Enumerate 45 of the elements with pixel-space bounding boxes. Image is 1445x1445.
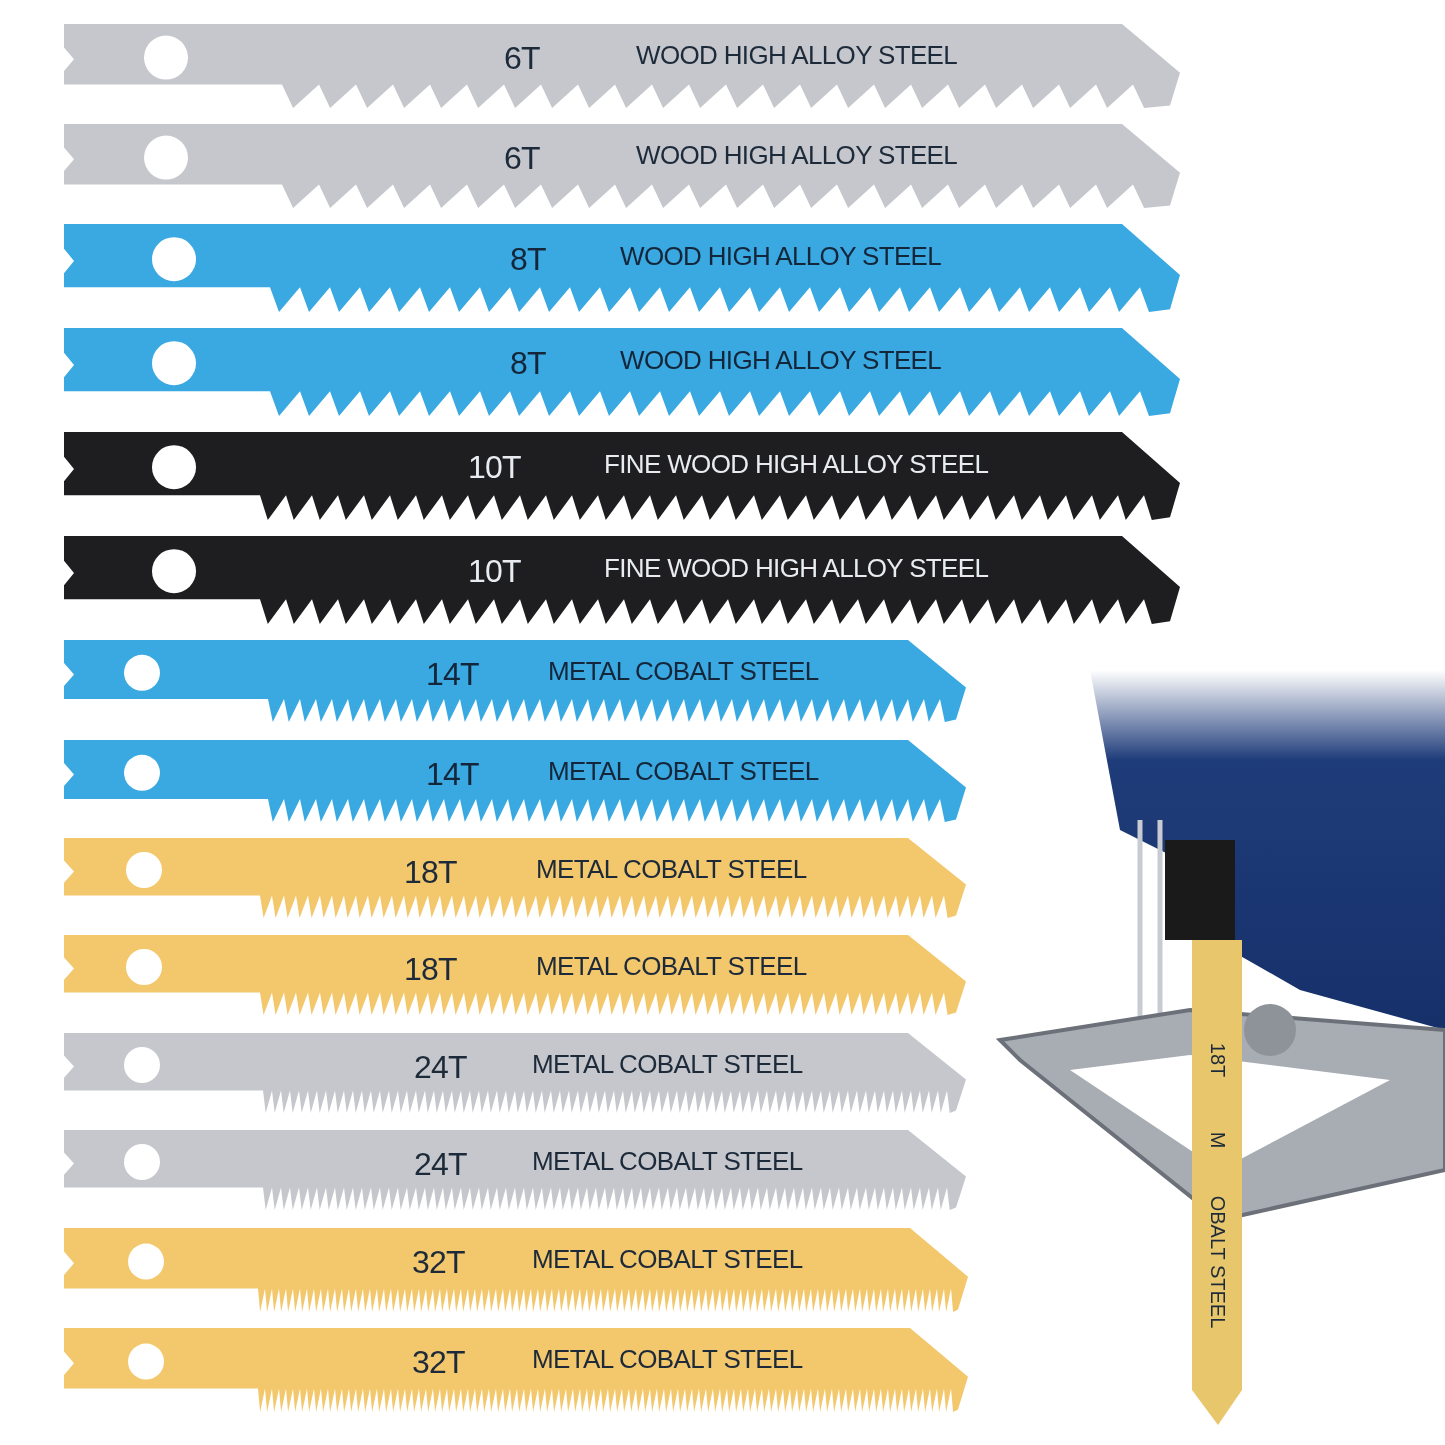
saw-blade	[64, 124, 1180, 208]
material-label: METAL COBALT STEEL	[532, 1050, 803, 1077]
blade-label: M	[1208, 1131, 1228, 1149]
saw-blade	[64, 1033, 966, 1113]
material-label: METAL COBALT STEEL	[548, 658, 819, 685]
tooth-count: 18T	[404, 952, 457, 985]
material-label: METAL COBALT STEEL	[548, 758, 819, 785]
tooth-count: 6T	[504, 142, 540, 175]
tooth-count: 8T	[510, 243, 546, 276]
material-label: METAL COBALT STEEL	[532, 1346, 803, 1373]
material-label: FINE WOOD HIGH ALLOY STEEL	[604, 555, 989, 582]
material-label: FINE WOOD HIGH ALLOY STEEL	[604, 451, 989, 478]
saw-blade	[64, 328, 1180, 416]
saw-blade	[64, 536, 1180, 624]
tooth-count: 32T	[412, 1346, 465, 1379]
blade-label: OBALT STEEL	[1208, 1195, 1228, 1329]
tooth-count: 8T	[510, 347, 546, 380]
tooth-count: 6T	[504, 42, 540, 75]
material-label: METAL COBALT STEEL	[536, 855, 807, 882]
tooth-count: 10T	[468, 555, 521, 588]
material-label: WOOD HIGH ALLOY STEEL	[620, 243, 942, 270]
tooth-count: 14T	[426, 758, 479, 791]
saw-blade	[64, 935, 966, 1015]
material-label: METAL COBALT STEEL	[532, 1246, 803, 1273]
tooth-count: 32T	[412, 1246, 465, 1279]
material-label: METAL COBALT STEEL	[536, 952, 807, 979]
saw-blade	[64, 838, 966, 918]
material-label: METAL COBALT STEEL	[532, 1147, 803, 1174]
saw-blade	[64, 640, 966, 722]
tooth-count: 24T	[414, 1050, 467, 1083]
tooth-count: 24T	[414, 1147, 467, 1180]
tooth-count: 18T	[404, 855, 457, 888]
saw-blade	[64, 1228, 968, 1312]
saw-blade	[64, 432, 1180, 520]
tooth-count: 14T	[426, 658, 479, 691]
saw-blade	[64, 1328, 968, 1412]
material-label: WOOD HIGH ALLOY STEEL	[636, 142, 958, 169]
material-label: WOOD HIGH ALLOY STEEL	[620, 347, 942, 374]
tooth-count: 10T	[468, 451, 521, 484]
saw-blade	[64, 740, 966, 822]
saw-blade	[64, 224, 1180, 312]
saw-blade	[64, 1130, 966, 1210]
material-label: WOOD HIGH ALLOY STEEL	[636, 42, 958, 69]
blade-label: 18T	[1208, 1042, 1228, 1078]
saw-blade	[64, 24, 1180, 108]
